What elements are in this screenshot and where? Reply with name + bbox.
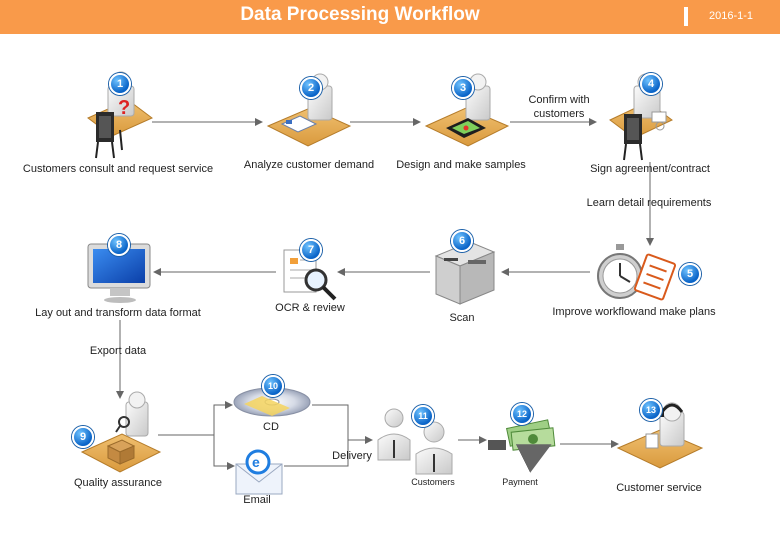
- step-badge-4: 4: [640, 73, 662, 95]
- header-date: 2016-1-1: [709, 10, 754, 22]
- step-label-11: Customers: [411, 477, 455, 487]
- step-badge-7: 7: [300, 239, 322, 261]
- step-label-10: CD: [263, 421, 279, 433]
- ocr-magnifier-icon: [283, 249, 337, 301]
- step-label-5: Improve workflowand make plans: [552, 306, 716, 318]
- step-label-2: Analyze customer demand: [243, 159, 375, 171]
- step-label-3: Design and make samples: [396, 159, 526, 171]
- step-badge-11: 11: [412, 405, 434, 427]
- step-badge-6: 6: [451, 230, 473, 252]
- step-badge-12: 12: [511, 403, 533, 425]
- page-title: Data Processing Workflow: [240, 4, 480, 25]
- cd-icon: [233, 387, 311, 417]
- copier-icon: [434, 241, 496, 305]
- email-icon: e: [235, 449, 283, 495]
- step-badge-2: 2: [300, 77, 322, 99]
- step-label-12: Payment: [502, 477, 538, 487]
- step-label-8: Lay out and transform data format: [35, 307, 201, 319]
- step-label-1: Customers consult and request service: [22, 163, 214, 175]
- contract-desk-icon: [609, 73, 673, 161]
- header-divider: [684, 7, 688, 26]
- step-badge-13: 13: [640, 399, 662, 421]
- connector-label-learn: Learn detail requirements: [586, 197, 712, 209]
- box-inspection-icon: [80, 391, 162, 473]
- money-icon: [488, 419, 556, 473]
- connector-label-export: Export data: [89, 345, 147, 357]
- step-label-9: Quality assurance: [73, 477, 163, 489]
- step-label-4: Sign agreement/contract: [590, 163, 710, 175]
- bracket-delivery: [284, 404, 349, 467]
- tablet-desk-icon: [424, 73, 510, 147]
- arrow-9-cd: [158, 401, 233, 436]
- step-badge-9: 9: [72, 426, 94, 448]
- headset-desk-icon: [616, 402, 704, 469]
- svg-text:?: ?: [118, 97, 130, 119]
- connector-label-delivery: Delivery: [332, 450, 372, 462]
- svg-text:e: e: [252, 454, 260, 470]
- step-badge-3: 3: [452, 77, 474, 99]
- stopwatch-clipboard-icon: [597, 244, 677, 301]
- step-badge-8: 8: [108, 234, 130, 256]
- connector-label-confirm: Confirm with customers: [528, 94, 590, 120]
- step-label-6: Scan: [449, 312, 475, 324]
- header-bar: [0, 0, 780, 34]
- monitor-icon: [87, 243, 151, 303]
- email-label: Email: [243, 494, 271, 506]
- step-badge-5: 5: [679, 263, 701, 285]
- step-badge-10: 10: [262, 375, 284, 397]
- step-badge-1: 1: [109, 73, 131, 95]
- step-label-13: Customer service: [616, 482, 702, 494]
- people-icon: [377, 408, 453, 475]
- step-label-7: OCR & review: [275, 302, 345, 314]
- arrow-9-email: [213, 435, 235, 470]
